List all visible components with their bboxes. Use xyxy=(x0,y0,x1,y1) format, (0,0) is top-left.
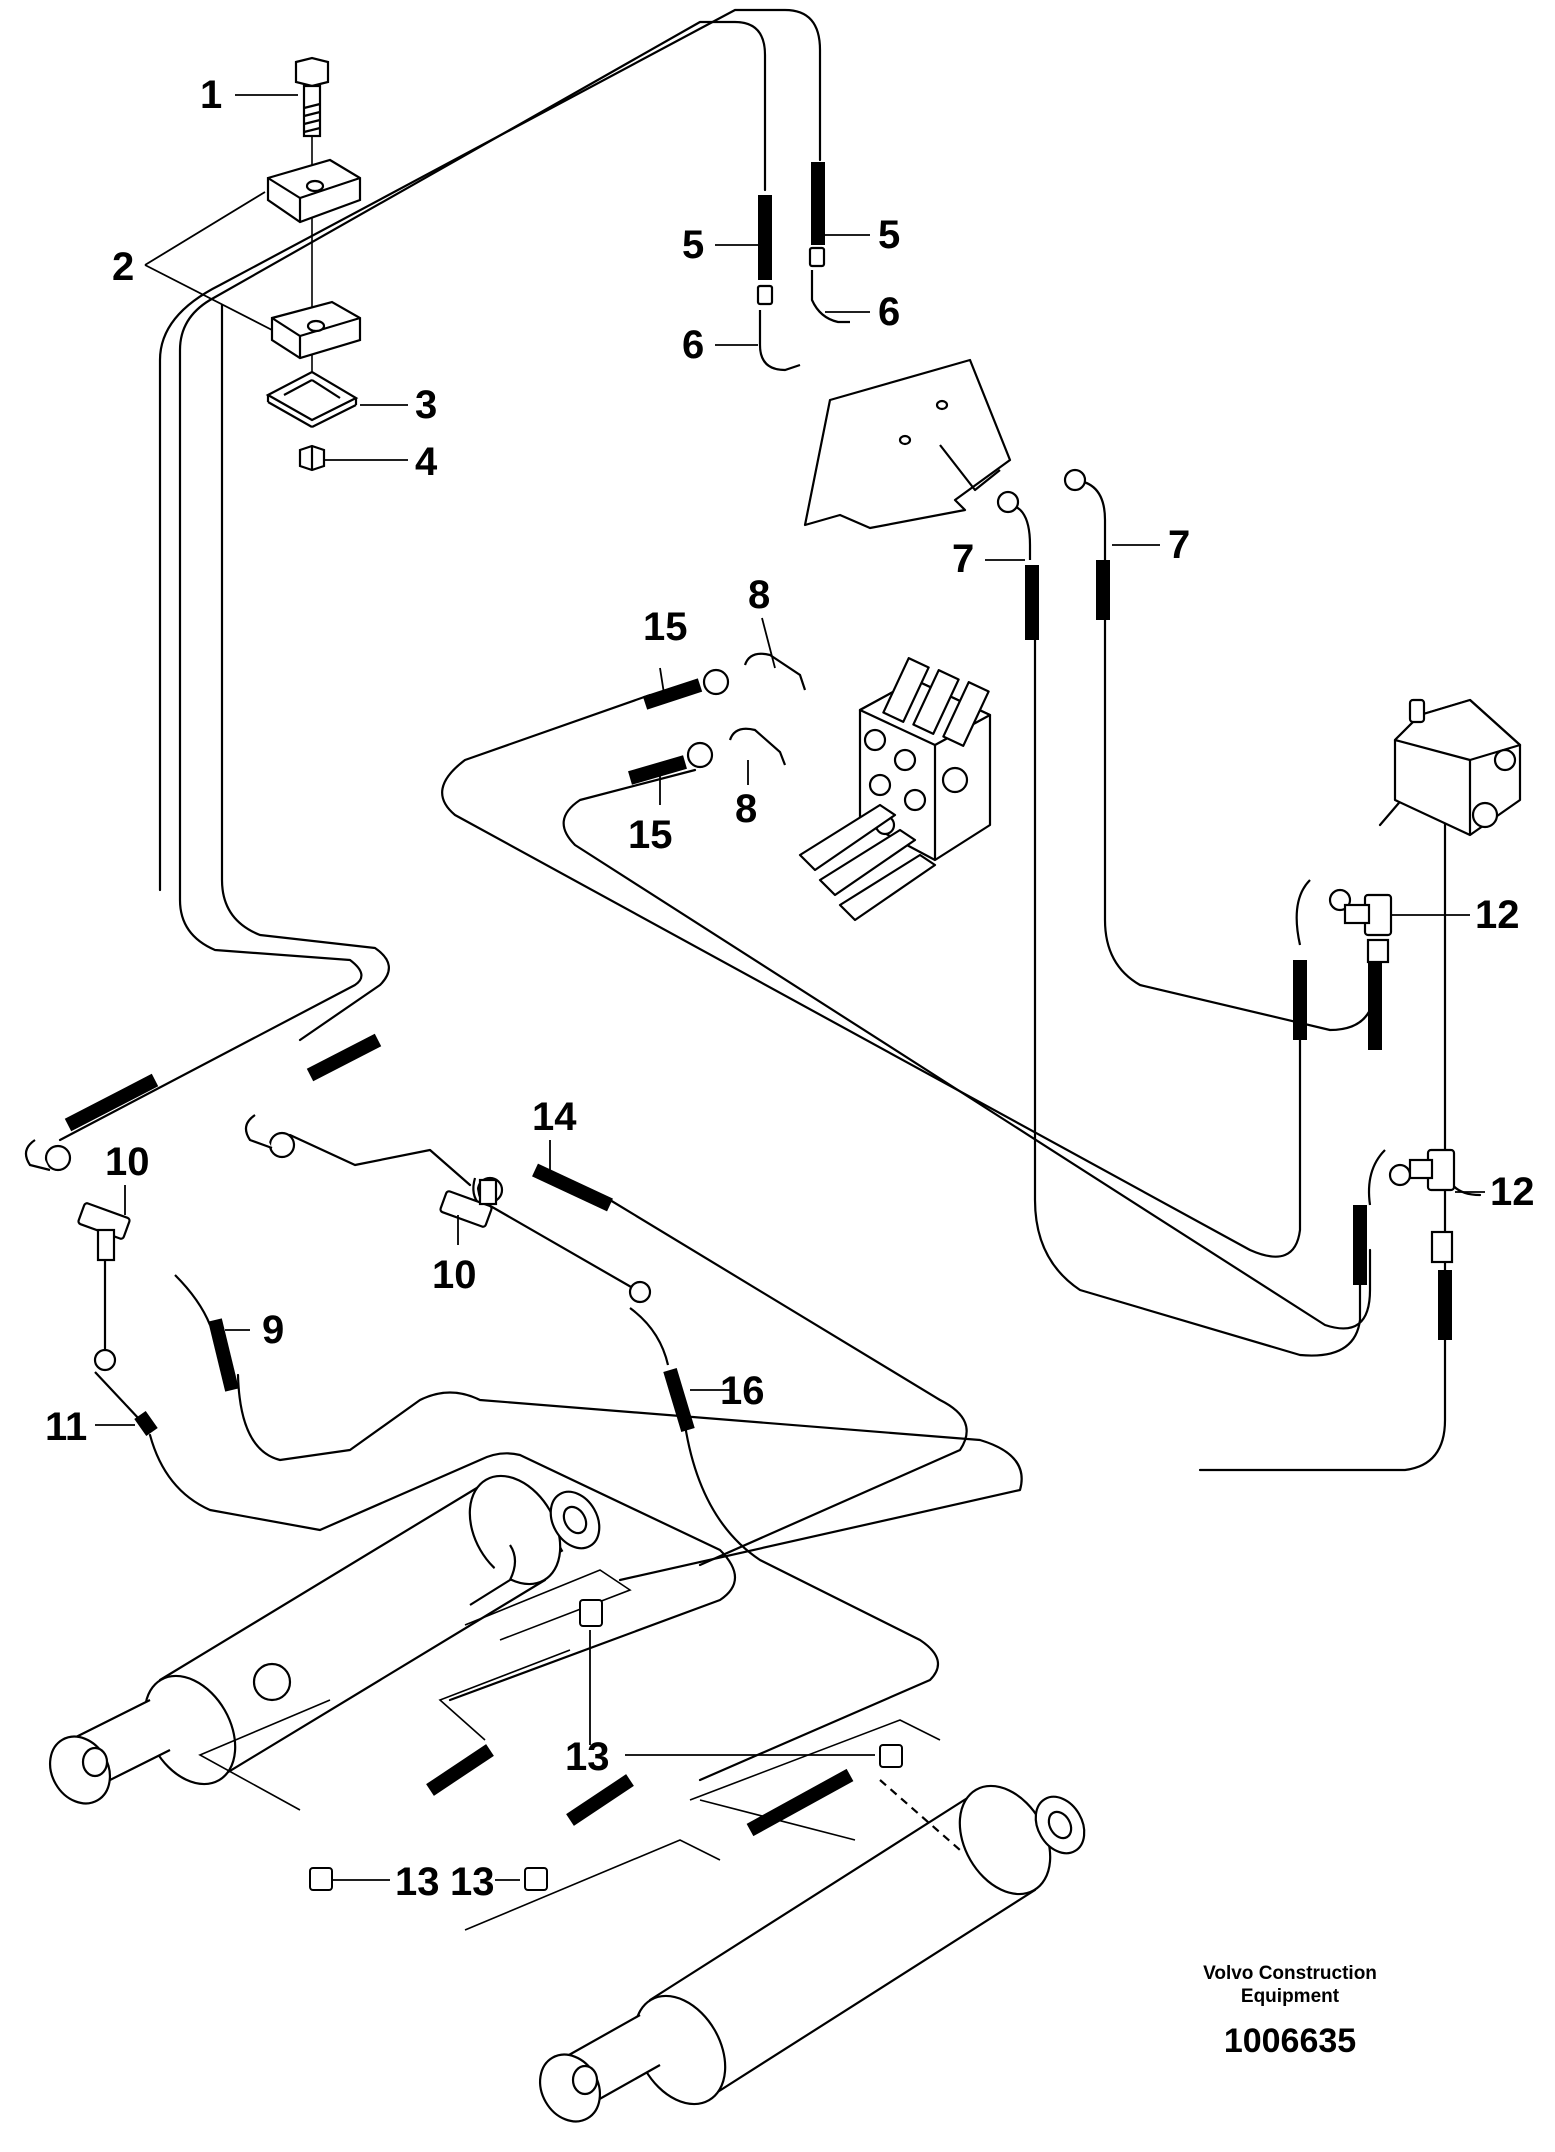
brand-line-1: Volvo Construction xyxy=(1203,1963,1377,1984)
callout-12-upper: 12 xyxy=(1475,893,1520,937)
callout-3: 3 xyxy=(415,383,437,427)
callout-10-center: 10 xyxy=(432,1253,477,1297)
callout-10-left: 10 xyxy=(105,1140,150,1184)
control-valve-block xyxy=(798,657,992,922)
callout-11: 11 xyxy=(45,1405,87,1449)
nut-part-4 xyxy=(298,444,326,472)
mounting-bracket xyxy=(803,358,1012,530)
brand-block: Volvo Construction Equipment 1006635 xyxy=(1140,1962,1440,2061)
callout-15-top: 15 xyxy=(643,605,688,649)
callout-15-bottom: 15 xyxy=(628,813,673,857)
callout-5-right: 5 xyxy=(878,213,900,257)
elbow-fittings xyxy=(24,246,1412,1421)
callout-16: 16 xyxy=(720,1369,765,1413)
callout-13-left: 13 xyxy=(395,1860,440,1904)
callout-2: 2 xyxy=(112,245,134,289)
hydraulic-cylinder-lower xyxy=(538,1779,1086,2123)
tee-part-10-left xyxy=(77,1202,131,1262)
callout-8-bottom: 8 xyxy=(735,787,757,831)
bolt-part-1 xyxy=(294,56,330,420)
tee-part-10-center xyxy=(439,1178,498,1228)
drawing-number: 1006635 xyxy=(1223,2022,1357,2060)
hydraulic-cylinder-upper xyxy=(48,1474,601,1805)
callout-5-left: 5 xyxy=(682,223,704,267)
leader-lines xyxy=(95,94,1485,1881)
callout-6-left: 6 xyxy=(682,323,704,367)
cover-plate-part-3 xyxy=(265,370,359,428)
hose-lines xyxy=(58,8,1482,1782)
valve-switch-block xyxy=(1393,698,1522,837)
callout-13-right: 13 xyxy=(450,1860,495,1904)
group-outlines xyxy=(198,1569,941,1931)
tee-part-12-lower xyxy=(1408,1148,1456,1264)
callout-13-top: 13 xyxy=(565,1735,610,1779)
callout-9: 9 xyxy=(262,1308,284,1352)
callout-8-top: 8 xyxy=(748,573,770,617)
callout-7-right: 7 xyxy=(1168,523,1190,567)
hose-sleeves xyxy=(64,162,1452,1837)
callout-labels: 1 2 3 4 5 5 6 6 7 7 8 8 15 15 12 12 10 1… xyxy=(45,73,1535,1904)
clamp-half-part-2-lower xyxy=(270,300,362,360)
callout-4: 4 xyxy=(415,440,438,484)
tee-fittings xyxy=(77,893,1456,1264)
callout-6-right: 6 xyxy=(878,290,900,334)
clamp-assembly xyxy=(265,56,362,472)
clamp-half-part-2-upper xyxy=(266,158,362,224)
callout-1: 1 xyxy=(200,73,222,117)
callout-7-left: 7 xyxy=(952,537,974,581)
fittings-part-13 xyxy=(309,1599,903,1891)
tee-part-12-upper xyxy=(1343,893,1393,964)
callout-12-lower: 12 xyxy=(1490,1170,1535,1214)
brand-line-2: Equipment xyxy=(1240,1986,1340,2007)
callout-14: 14 xyxy=(532,1095,577,1139)
